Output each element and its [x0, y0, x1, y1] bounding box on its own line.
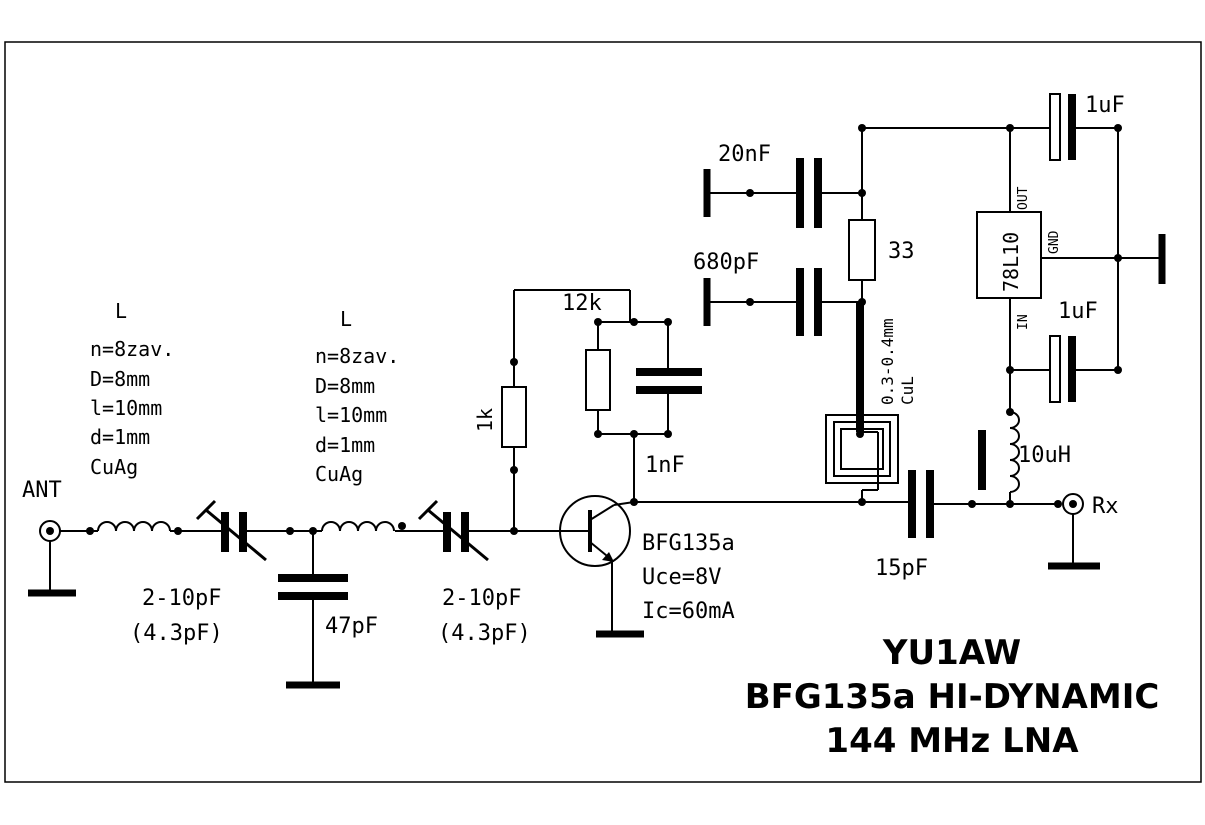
inductor-l1: [97, 521, 171, 532]
coil2-material: CuAg: [315, 462, 363, 486]
reg-in-label: IN: [1016, 314, 1031, 330]
coil2-name: L: [340, 307, 352, 331]
title-callsign: YU1AW: [882, 633, 1021, 673]
trimmer2-value: 2-10pF: [442, 586, 521, 611]
title-block: YU1AW BFG135a HI-DYNAMIC 144 MHz LNA: [745, 633, 1160, 761]
capacitor-1uf-bottom: [1010, 335, 1118, 403]
r-12k-label: 12k: [562, 291, 602, 316]
regulator-label: 78L10: [999, 232, 1023, 292]
r-1k-label: 1k: [473, 408, 497, 432]
cap-47pf-label: 47pF: [325, 614, 378, 639]
cap-1nf-label: 1nF: [645, 453, 685, 478]
schematic-frame: [4, 41, 1202, 783]
coil2-diameter: D=8mm: [315, 374, 375, 398]
coil1-name: L: [115, 299, 127, 323]
cap-1uf-top-label: 1uF: [1085, 93, 1125, 118]
title-description: 144 MHz LNA: [825, 721, 1079, 761]
choke-material-label: CuL: [898, 376, 917, 405]
rx-connector: [1048, 493, 1100, 570]
cap-15pf-label: 15pF: [875, 556, 928, 581]
regulator-78l10: [976, 128, 1166, 412]
ant-label: ANT: [22, 478, 62, 503]
capacitor-15pf: [908, 470, 1058, 538]
coil2-turns: n=8zav.: [315, 344, 399, 368]
coil2-length: l=10mm: [315, 403, 387, 427]
title-subtitle: BFG135a HI-DYNAMIC: [745, 677, 1160, 717]
r-33-label: 33: [888, 239, 915, 264]
choke-10uh-label: 10uH: [1018, 443, 1071, 468]
inductor-l2: [321, 521, 395, 532]
rf-choke: [825, 302, 899, 502]
inductor-10uh: [978, 408, 1020, 504]
ant-connector: [28, 520, 76, 597]
coil2-wire: d=1mm: [315, 433, 375, 457]
capacitor-1uf-top: [1049, 93, 1119, 370]
cap-1uf-bottom-label: 1uF: [1058, 299, 1098, 324]
trimmer1-setting: (4.3pF): [130, 621, 223, 646]
cap-680pf-label: 680pF: [693, 250, 759, 275]
choke-wire-label: 0.3-0.4mm: [878, 318, 897, 405]
transistor-bfg135a: [559, 495, 644, 638]
coil1-turns: n=8zav.: [90, 337, 174, 361]
trimmer2-setting: (4.3pF): [438, 621, 531, 646]
trimmer1-value: 2-10pF: [142, 586, 221, 611]
uce-label: Uce=8V: [642, 565, 721, 590]
coil1-diameter: D=8mm: [90, 367, 150, 391]
reg-gnd-label: GND: [1047, 230, 1062, 254]
rx-label: Rx: [1092, 494, 1119, 519]
capacitor-47pf: [278, 531, 348, 689]
reg-out-label: OUT: [1016, 186, 1031, 210]
ic-label: Ic=60mA: [642, 599, 735, 624]
supply-decoupling: [703, 128, 876, 336]
transistor-label: BFG135a: [642, 531, 735, 556]
coil1-spec: L n=8zav. D=8mm l=10mm d=1mm CuAg: [90, 299, 174, 479]
trimmer-capacitor-1: [195, 499, 267, 562]
coil1-material: CuAg: [90, 455, 138, 479]
coil1-wire: d=1mm: [90, 425, 150, 449]
coil2-spec: L n=8zav. D=8mm l=10mm d=1mm CuAg: [315, 307, 399, 486]
coil1-length: l=10mm: [90, 396, 162, 420]
trimmer-capacitor-2: [417, 499, 489, 562]
cap-20nf-label: 20nF: [718, 142, 771, 167]
resistor-1k: [501, 289, 631, 531]
